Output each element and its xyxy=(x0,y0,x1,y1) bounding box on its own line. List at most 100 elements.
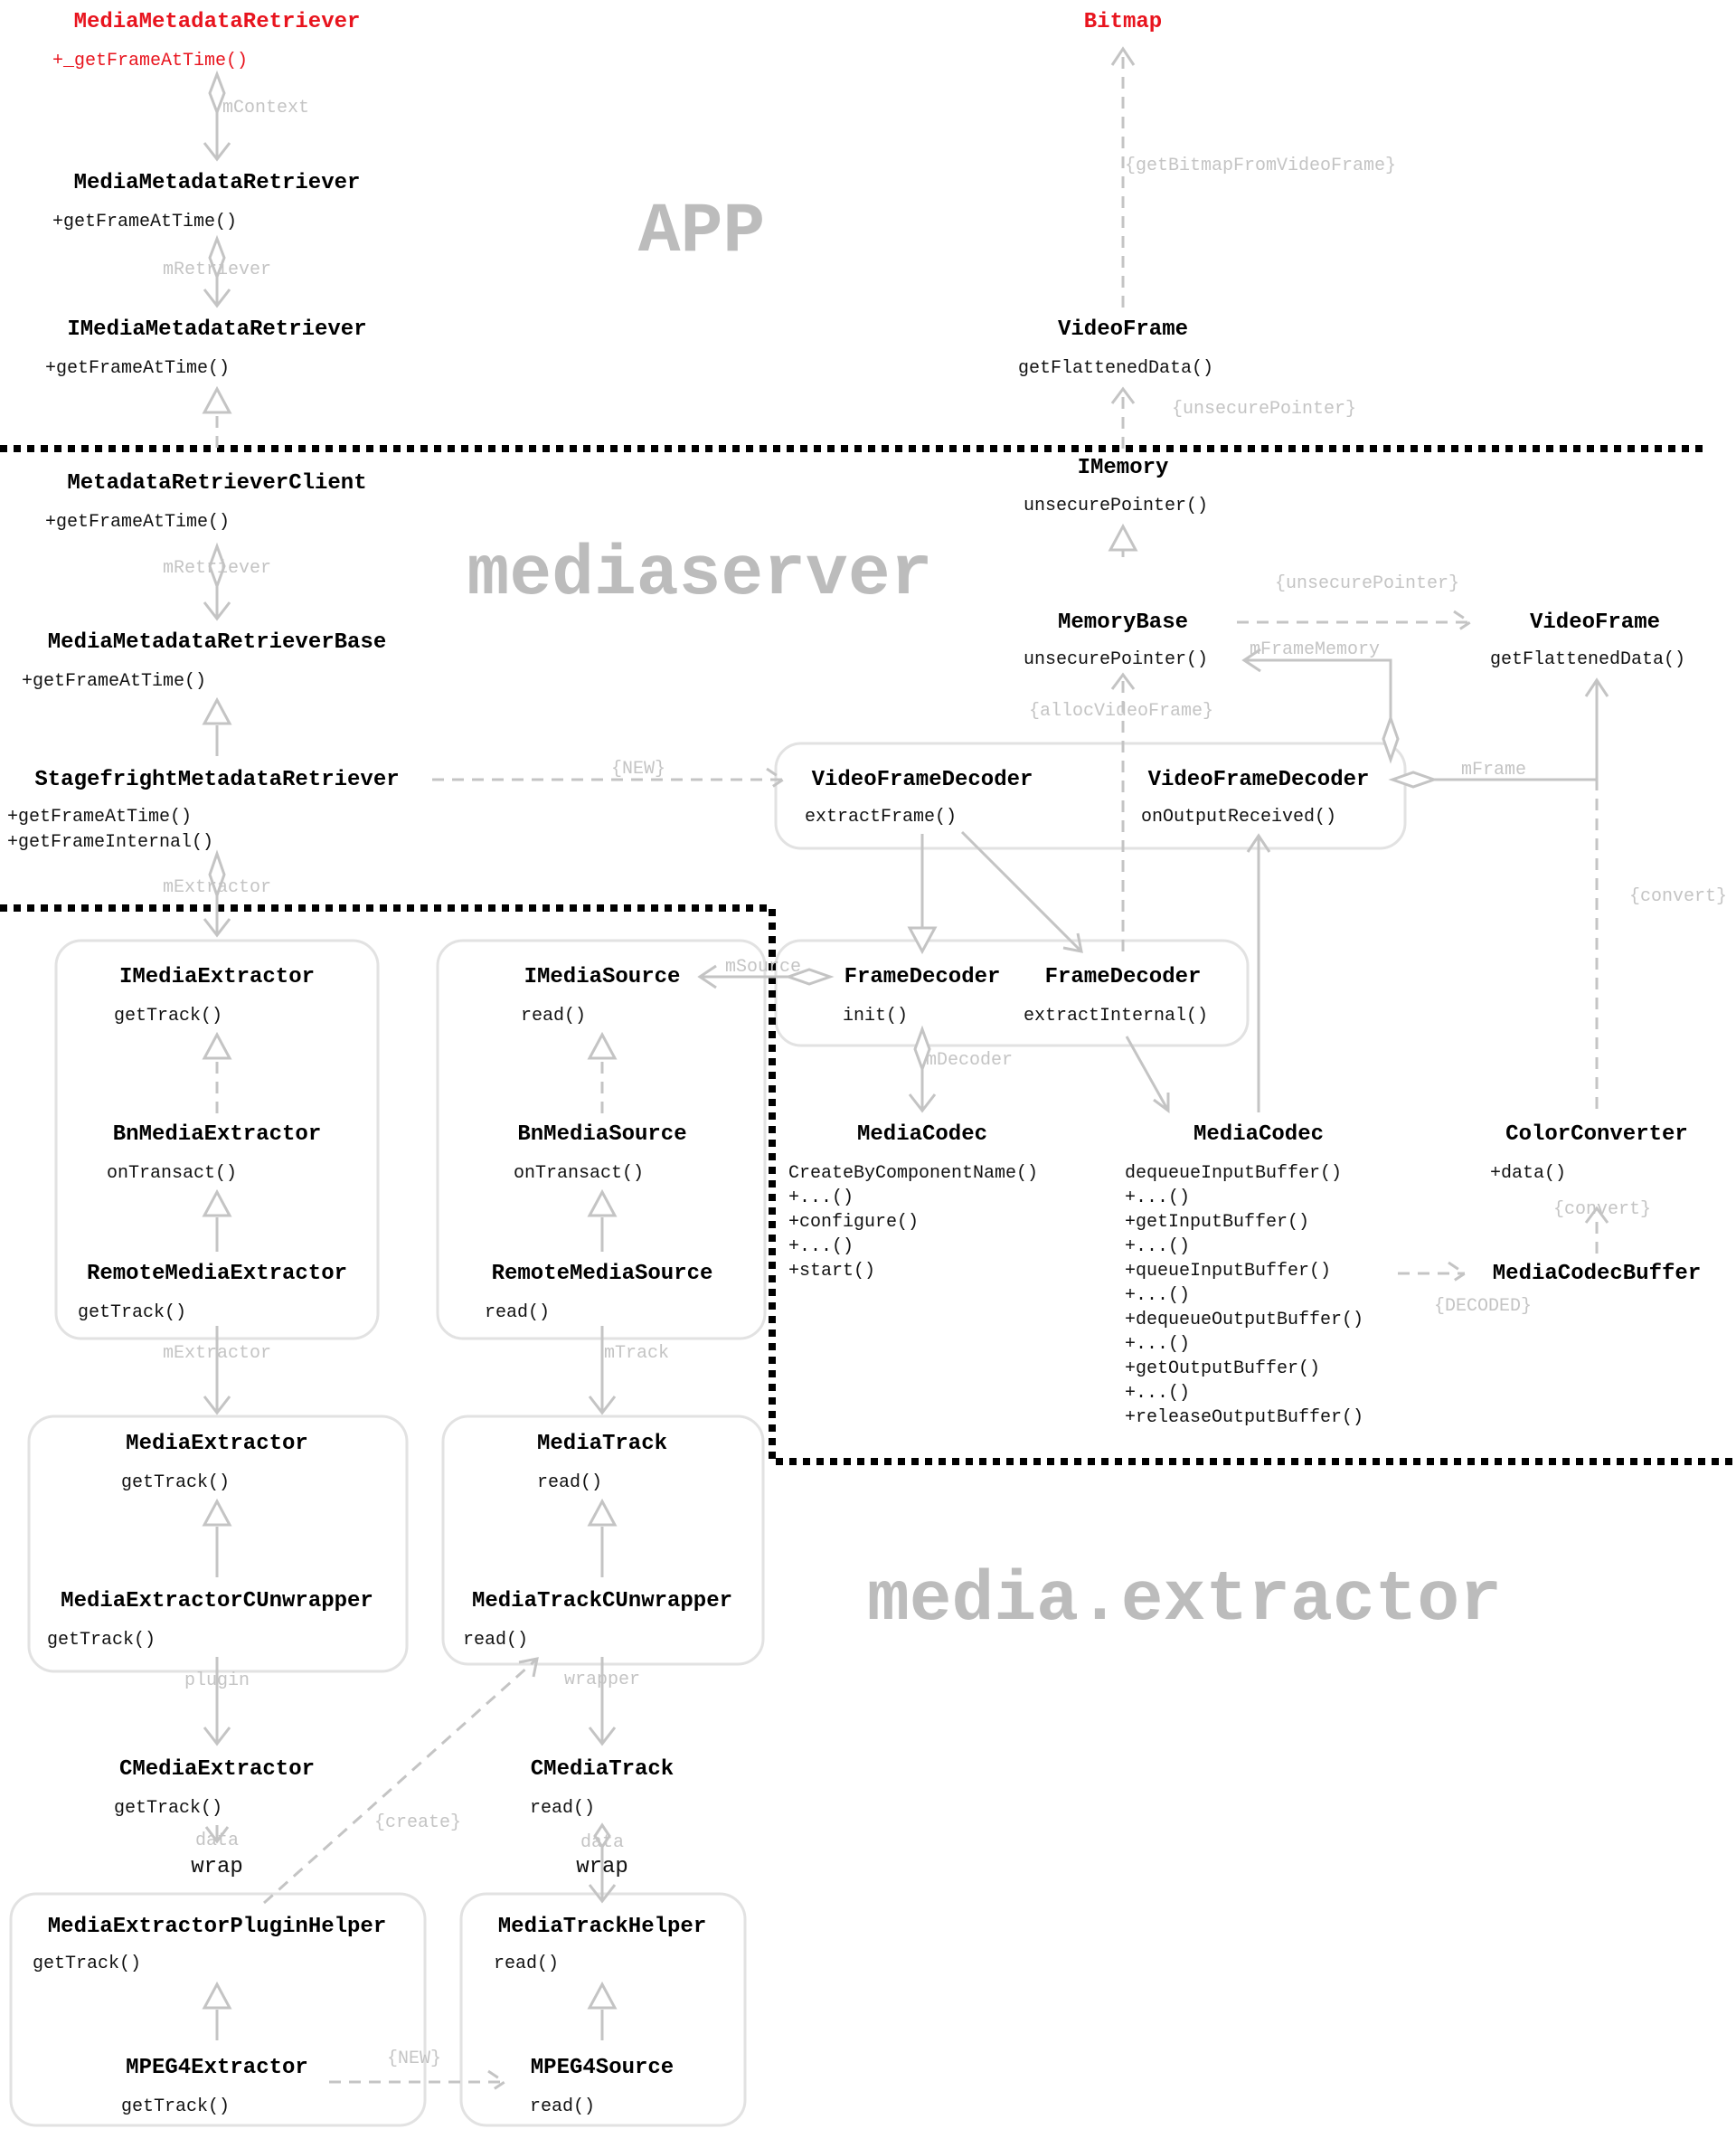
triangle-ims xyxy=(587,1031,618,1060)
triangle-bnms xyxy=(587,1188,618,1217)
link-mframememory xyxy=(1241,648,1392,718)
label-mframe: mFrame xyxy=(1461,760,1526,781)
class-name: MPEG4Extractor xyxy=(126,2056,308,2080)
class-name: RemoteMediaSource xyxy=(492,1262,713,1286)
label-new-1: {NEW} xyxy=(611,759,665,780)
class-method: +...() xyxy=(1125,1285,1190,1306)
class-name: MediaCodec xyxy=(857,1122,987,1147)
class-node-mrc: MetadataRetrieverClient+getFrameAtTime() xyxy=(45,471,367,533)
group-box-vfd xyxy=(774,742,1407,850)
class-method: +releaseOutputBuffer() xyxy=(1125,1407,1363,1428)
label-wrap-1: wrap xyxy=(191,1855,243,1879)
region-app-label: APP xyxy=(638,193,765,272)
link-mdecoder xyxy=(908,1069,937,1113)
class-method: onTransact() xyxy=(514,1163,644,1184)
class-method: init() xyxy=(843,1006,908,1027)
class-name: MPEG4Source xyxy=(531,2056,674,2080)
label-create: {create} xyxy=(374,1812,461,1833)
class-name: MediaExtractorCUnwrapper xyxy=(61,1589,373,1613)
label-mextractor-1: mExtractor xyxy=(163,877,271,898)
class-method: +getFrameAtTime() xyxy=(45,358,230,379)
class-method: getTrack() xyxy=(33,1954,141,1974)
class-method: unsecurePointer() xyxy=(1024,496,1208,516)
class-method: +...() xyxy=(1125,1188,1190,1208)
class-node-mth: MediaTrackHelper read() xyxy=(494,1915,706,1974)
class-node-bitmap: Bitmap xyxy=(1084,10,1162,34)
class-method: +getFrameInternal() xyxy=(7,832,213,853)
label-mdecoder: mDecoder xyxy=(926,1050,1013,1071)
diamond-mretriever-app xyxy=(208,234,226,281)
label-allocvideoframe: {allocVideoFrame} xyxy=(1029,701,1213,722)
triangle-mt xyxy=(587,1498,618,1527)
link-mretriever-app xyxy=(203,277,231,308)
link-decoded xyxy=(1398,1261,1467,1286)
class-method: +_getFrameAtTime() xyxy=(52,51,248,71)
class-method: +...() xyxy=(788,1188,854,1208)
class-name: VideoFrameDecoder xyxy=(1148,768,1370,792)
triangle-fd xyxy=(907,926,938,955)
link-new-mp4source xyxy=(329,2069,507,2095)
class-name: MemoryBase xyxy=(1058,610,1188,635)
label-data-1: data xyxy=(195,1831,239,1851)
class-method: +getFrameAtTime() xyxy=(52,212,237,232)
class-method: +getFrameAtTime() xyxy=(45,512,230,533)
class-method: +getOutputBuffer() xyxy=(1125,1358,1320,1379)
label-mframememory: mFrameMemory xyxy=(1250,639,1380,660)
link-create xyxy=(263,1657,538,1905)
link-mextractor-1 xyxy=(203,895,231,938)
class-node-mmrb: MediaMetadataRetrieverBase+getFrameAtTim… xyxy=(22,630,386,692)
class-name: VideoFrameDecoder xyxy=(812,768,1033,792)
class-method: getTrack() xyxy=(121,2096,230,2117)
label-data-2: data xyxy=(580,1832,624,1853)
arrowhead-bitmap xyxy=(1110,46,1136,66)
class-name: MediaCodecBuffer xyxy=(1493,1262,1701,1286)
class-method: getFlattenedData() xyxy=(1018,358,1213,379)
class-method: read() xyxy=(485,1302,550,1323)
class-method: getTrack() xyxy=(78,1302,186,1323)
class-node-immr: IMediaMetadataRetriever+getFrameAtTime() xyxy=(45,317,367,379)
class-method: read() xyxy=(494,1954,559,1974)
class-name: MediaTrackHelper xyxy=(498,1915,706,1939)
connectors xyxy=(202,46,1609,2095)
class-method: read() xyxy=(521,1006,586,1027)
class-method: extractFrame() xyxy=(805,807,957,828)
class-node-bnme: BnMediaExtractor onTransact() xyxy=(107,1122,321,1184)
label-decoded: {DECODED} xyxy=(1434,1296,1532,1317)
class-name: MediaMetadataRetriever xyxy=(74,10,361,34)
link-unsecure-2 xyxy=(1237,610,1473,635)
class-node-rme: RemoteMediaExtractor getTrack() xyxy=(78,1262,347,1323)
triangle-mmrb xyxy=(202,696,232,725)
class-name: MediaTrackCUnwrapper xyxy=(472,1589,732,1613)
class-name: RemoteMediaExtractor xyxy=(87,1262,347,1286)
class-method: +dequeueOutputBuffer() xyxy=(1125,1310,1363,1330)
link-plugin xyxy=(203,1657,231,1746)
triangle-immr xyxy=(202,385,232,414)
class-name: BnMediaExtractor xyxy=(113,1122,321,1147)
class-name: StagefrightMetadataRetriever xyxy=(34,768,399,792)
link-mtrack xyxy=(588,1326,617,1415)
class-method: +getFrameAtTime() xyxy=(7,807,192,828)
class-method: extractInternal() xyxy=(1024,1006,1208,1027)
class-method: read() xyxy=(537,1472,602,1493)
class-method: +queueInputBuffer() xyxy=(1125,1261,1331,1282)
class-method: CreateByComponentName() xyxy=(788,1163,1038,1184)
separator-mediaserver-extractor xyxy=(0,904,1736,1465)
group-box-plugin-helper xyxy=(9,1892,427,2127)
link-wrapper xyxy=(588,1657,617,1746)
class-method: onTransact() xyxy=(107,1163,237,1184)
label-msource: mSource xyxy=(725,957,801,978)
diamond-msource xyxy=(784,968,835,986)
class-name: MediaTrack xyxy=(537,1432,667,1456)
class-name: VideoFrame xyxy=(1058,317,1188,342)
class-method: read() xyxy=(530,1798,595,1819)
label-plugin: plugin xyxy=(184,1670,250,1691)
